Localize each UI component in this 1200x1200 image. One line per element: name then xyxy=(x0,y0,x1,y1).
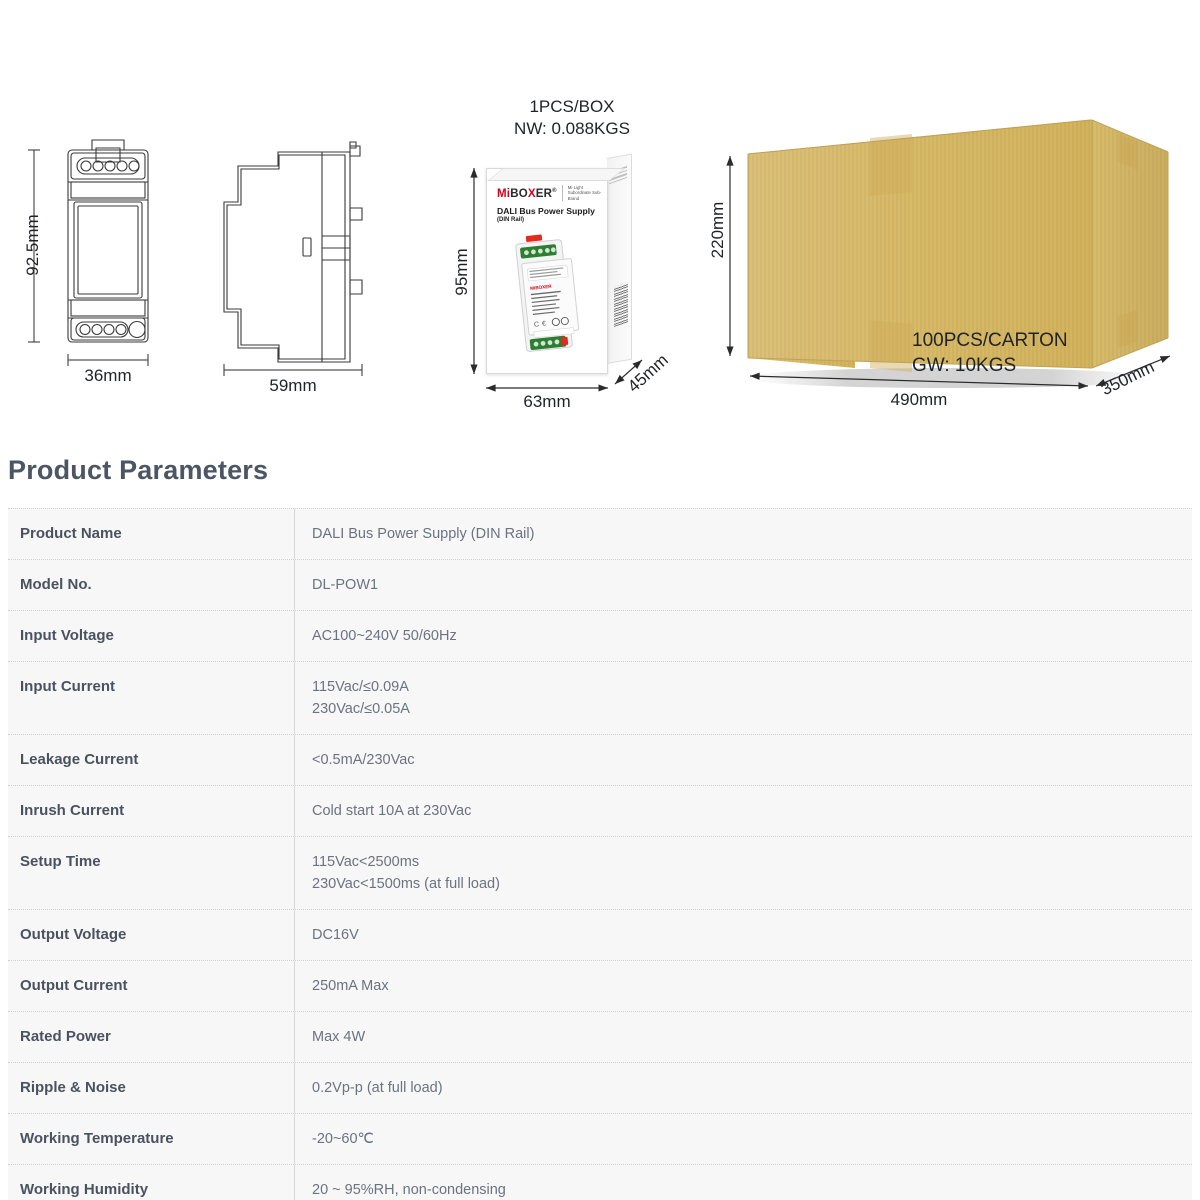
svg-text:€: € xyxy=(542,320,547,327)
parameter-value: -20~60℃ xyxy=(295,1114,1192,1164)
parameter-value-line: <0.5mA/230Vac xyxy=(312,752,415,768)
carton-quantity: 100PCS/CARTON xyxy=(912,330,1068,351)
parameter-label: Rated Power xyxy=(8,1012,295,1062)
page-title: Product Parameters xyxy=(8,455,269,485)
parameter-value-line: DL-POW1 xyxy=(312,577,379,593)
parameter-label: Product Name xyxy=(8,509,295,559)
parameter-label: Inrush Current xyxy=(8,786,295,836)
svg-text:MiBOXER: MiBOXER xyxy=(530,284,553,291)
parameter-value-line: 250mA Max xyxy=(312,978,389,994)
svg-text:C: C xyxy=(534,321,540,328)
parameter-value: DL-POW1 xyxy=(295,560,1192,610)
parameter-value: DALI Bus Power Supply (DIN Rail) xyxy=(295,509,1192,559)
parameter-value-line: DALI Bus Power Supply (DIN Rail) xyxy=(312,526,535,542)
carton-illustration: 220mm 490mm 350mm 100PCS/CARTON GW: 10KG… xyxy=(700,110,1200,430)
parameter-value: 115Vac<2500ms 230Vac<1500ms (at full load… xyxy=(295,837,1192,909)
device-front-view-drawing: 92.5mm 36mm xyxy=(23,130,214,385)
retail-box-quantity: 1PCS/BOX xyxy=(529,97,615,116)
retail-box-graphic: MiBOXER® Mi·Light Subordinate Sub-Brand … xyxy=(486,153,632,374)
table-row: Rated Power Max 4W xyxy=(8,1012,1192,1063)
parameter-value-line: 230Vac<1500ms (at full load) xyxy=(312,876,500,892)
parameter-value: 115Vac/≤0.09A 230Vac/≤0.05A xyxy=(295,662,1192,734)
device-side-view-drawing: 59mm xyxy=(212,140,402,395)
table-row: Working Temperature -20~60℃ xyxy=(8,1114,1192,1165)
retail-box-net-weight: NW: 0.088KGS xyxy=(514,119,630,138)
parameter-value-line: -20~60℃ xyxy=(312,1131,374,1147)
retail-box-illustration: 1PCS/BOX NW: 0.088KGS MiBOXER® Mi·Light xyxy=(452,96,692,416)
miboxer-wordmark: MiBOXER® xyxy=(497,185,557,200)
parameter-label: Working Temperature xyxy=(8,1114,295,1164)
parameter-value-line: AC100~240V 50/60Hz xyxy=(312,628,457,644)
parameter-label: Input Current xyxy=(8,662,295,734)
parameter-label: Working Humidity xyxy=(8,1165,295,1200)
carton-gross-weight: GW: 10KGS xyxy=(912,355,1017,376)
parameter-value: AC100~240V 50/60Hz xyxy=(295,611,1192,661)
product-parameters-table: Product Name DALI Bus Power Supply (DIN R… xyxy=(8,508,1192,1200)
parameter-value-line: DC16V xyxy=(312,927,359,943)
parameter-label: Leakage Current xyxy=(8,735,295,785)
table-row: Product Name DALI Bus Power Supply (DIN R… xyxy=(8,508,1192,560)
parameter-value: 250mA Max xyxy=(295,961,1192,1011)
table-row: Setup Time 115Vac<2500ms 230Vac<1500ms (at… xyxy=(8,837,1192,910)
table-row: Input Current 115Vac/≤0.09A 230Vac/≤0.05A xyxy=(8,662,1192,735)
parameter-label: Output Current xyxy=(8,961,295,1011)
table-row: Input Voltage AC100~240V 50/60Hz xyxy=(8,611,1192,662)
parameter-value-line: 0.2Vp-p (at full load) xyxy=(312,1080,443,1096)
front-view-height-dimension: 92.5mm xyxy=(23,214,42,276)
product-photo-on-box: MiBOXER C€ xyxy=(515,234,580,352)
parameter-value-line: Max 4W xyxy=(312,1029,366,1045)
tagline-line-1: Mi·Light xyxy=(567,185,584,190)
parameter-label: Input Voltage xyxy=(8,611,295,661)
table-row: Model No. DL-POW1 xyxy=(8,560,1192,611)
table-row: Working Humidity 20 ~ 95%RH, non-condensi… xyxy=(8,1165,1192,1200)
miboxer-tagline: Mi·Light Subordinate Sub-Brand xyxy=(561,185,607,202)
tagline-line-2: Subordinate Sub-Brand xyxy=(567,190,602,201)
parameter-value: DC16V xyxy=(295,910,1192,960)
parameter-value: 20 ~ 95%RH, non-condensing xyxy=(295,1165,1192,1200)
logo-x: X xyxy=(527,187,536,200)
carton-height-dimension: 220mm xyxy=(708,201,727,259)
table-row: Inrush Current Cold start 10A at 230Vac xyxy=(8,786,1192,837)
dimension-diagrams: 92.5mm 36mm xyxy=(0,0,1200,440)
logo-bo: BO xyxy=(510,187,528,200)
parameter-label: Output Voltage xyxy=(8,910,295,960)
front-view-width-dimension: 36mm xyxy=(84,366,132,385)
side-view-width-dimension: 59mm xyxy=(269,376,317,395)
retail-box-dimension-lines xyxy=(470,168,643,392)
parameter-value: Max 4W xyxy=(295,1012,1192,1062)
retail-box-height-dimension: 95mm xyxy=(452,248,471,296)
parameter-value: <0.5mA/230Vac xyxy=(295,735,1192,785)
miboxer-logo: MiBOXER® Mi·Light Subordinate Sub-Brand xyxy=(497,185,607,202)
retail-box-width-dimension: 63mm xyxy=(523,392,571,411)
table-row: Leakage Current <0.5mA/230Vac xyxy=(8,735,1192,786)
retail-box-front-panel: MiBOXER® Mi·Light Subordinate Sub-Brand … xyxy=(486,168,626,374)
parameter-value-line: 115Vac/≤0.09A xyxy=(312,679,409,695)
parameter-value-line: 115Vac<2500ms xyxy=(312,854,420,870)
retail-box-product-subtitle: (DIN Rail) xyxy=(497,217,524,223)
parameter-value-line: Cold start 10A at 230Vac xyxy=(312,803,472,819)
logo-er: ER xyxy=(535,187,553,200)
parameter-label: Ripple & Noise xyxy=(8,1063,295,1113)
parameter-value-line: 20 ~ 95%RH, non-condensing xyxy=(312,1182,506,1198)
registered-trademark-icon: ® xyxy=(552,188,557,194)
retail-box-product-title: DALI Bus Power Supply xyxy=(497,206,595,216)
parameter-label: Model No. xyxy=(8,560,295,610)
parameter-label: Setup Time xyxy=(8,837,295,909)
table-row: Output Voltage DC16V xyxy=(8,910,1192,961)
parameter-value: 0.2Vp-p (at full load) xyxy=(295,1063,1192,1113)
logo-mi: Mi xyxy=(497,187,511,200)
table-row: Output Current 250mA Max xyxy=(8,961,1192,1012)
carton-width-dimension: 490mm xyxy=(890,390,948,409)
parameter-value-line: 230Vac/≤0.05A xyxy=(312,701,410,717)
parameter-value: Cold start 10A at 230Vac xyxy=(295,786,1192,836)
table-row: Ripple & Noise 0.2Vp-p (at full load) xyxy=(8,1063,1192,1114)
